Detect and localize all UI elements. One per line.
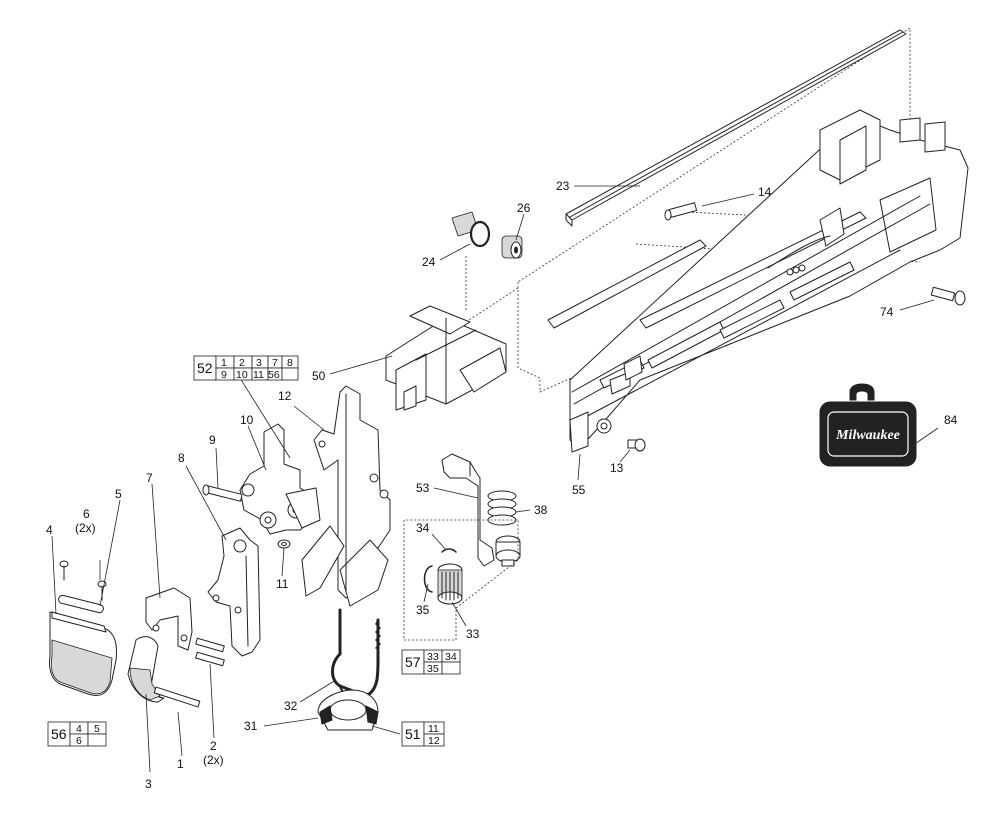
part-bolt-74	[930, 286, 966, 306]
kit-52-id: 52	[197, 360, 213, 376]
part-35-ring	[423, 565, 433, 593]
kit-57-id: 57	[405, 654, 421, 670]
callout-11: 11	[276, 577, 289, 591]
part-pin-9	[202, 484, 243, 502]
callout-2-qty: (2x)	[203, 753, 224, 767]
callout-33: 33	[466, 627, 480, 641]
callout-34: 34	[416, 521, 430, 535]
kit-57-cell: 35	[427, 663, 439, 675]
part-pin-14	[664, 202, 698, 221]
part-32-wire	[331, 608, 381, 699]
kit-51-cell: 11	[428, 723, 439, 735]
callout-38: 38	[534, 503, 548, 517]
leader-lines	[51, 185, 939, 773]
part-10-latch	[239, 423, 321, 535]
part-7-bracket	[145, 587, 193, 651]
kit-56-cell: 4	[76, 723, 82, 735]
callout-8: 8	[178, 451, 185, 465]
callout-3: 3	[145, 777, 152, 791]
callout-5: 5	[115, 487, 122, 501]
kit-56-cell: 6	[76, 735, 82, 747]
callout-23: 23	[556, 179, 570, 193]
callout-1: 1	[177, 757, 184, 771]
kit-51-cell: 12	[428, 735, 440, 747]
kit-52-cell: 11	[253, 369, 264, 381]
kit-52-cell: 10	[236, 369, 248, 381]
kit-52-cell: 1	[221, 357, 227, 369]
part-11-ring	[277, 539, 291, 549]
kit-table-56: 56 4 5 6	[47, 721, 107, 747]
callout-35: 35	[416, 603, 430, 617]
part-8-lever	[207, 527, 261, 657]
part-4-cover	[49, 611, 117, 696]
kit-52-cell: 3	[256, 357, 262, 369]
callout-55: 55	[572, 483, 586, 497]
kit-52-cell: 9	[221, 369, 227, 381]
callout-26: 26	[517, 201, 531, 215]
kit-52-cell: 56	[268, 369, 280, 381]
callout-9: 9	[209, 433, 216, 447]
kit-57-cell: 34	[445, 651, 457, 663]
callout-32: 32	[284, 699, 298, 713]
callout-10: 10	[240, 413, 254, 427]
part-53-bracket	[441, 453, 495, 567]
part-screw-13	[627, 438, 646, 452]
part-pin-1	[153, 686, 201, 708]
part-valve	[495, 535, 521, 567]
callout-2: 2	[210, 739, 217, 753]
kit-52-cell: 8	[287, 357, 293, 369]
callout-84: 84	[944, 413, 958, 427]
callout-12: 12	[278, 389, 292, 403]
part-pins-2	[195, 637, 225, 667]
callout-4: 4	[46, 523, 53, 537]
callout-31: 31	[244, 719, 258, 733]
part-84-case: Milwaukee	[819, 383, 917, 467]
kit-51-id: 51	[405, 726, 421, 742]
callout-6-qty: (2x)	[75, 521, 96, 535]
kit-52-cell: 2	[239, 357, 245, 369]
callout-7: 7	[146, 471, 153, 485]
part-3-curved-plate	[127, 636, 165, 703]
part-screw-6a	[59, 560, 69, 581]
part-12-plate	[301, 385, 391, 607]
part-38-spring	[487, 490, 517, 526]
case-logo: Milwaukee	[835, 428, 900, 443]
kit-table-51: 51 11 12	[401, 721, 445, 747]
kit-56-id: 56	[51, 726, 67, 742]
kit-57-cell: 33	[427, 651, 439, 663]
part-31-collar	[317, 689, 379, 731]
part-33-knob	[437, 563, 463, 605]
part-magazine-body	[547, 109, 969, 453]
part-26-roller	[501, 235, 523, 259]
kit-table-57: 57 33 34 35	[401, 649, 461, 675]
callout-53: 53	[416, 481, 430, 495]
callout-50: 50	[312, 369, 326, 383]
kit-56-cell: 5	[94, 723, 100, 735]
callout-13: 13	[610, 461, 624, 475]
part-50-housing	[385, 305, 507, 411]
callout-14: 14	[758, 185, 772, 199]
kit-table-52: 52 1 2 3 7 8 9 10 11 56	[193, 355, 299, 381]
callout-6: 6	[83, 507, 90, 521]
part-24-shoe	[451, 211, 491, 248]
callout-74: 74	[880, 305, 894, 319]
part-5-spacer	[58, 594, 104, 614]
kit-52-cell: 7	[272, 357, 278, 369]
assembly-outline	[517, 27, 911, 393]
callout-labels: 23 14 26 24 74 50 12 10 9 8 7 6 (2x) 5 4…	[46, 179, 958, 791]
callout-24: 24	[422, 255, 436, 269]
part-34-clip	[441, 548, 457, 553]
